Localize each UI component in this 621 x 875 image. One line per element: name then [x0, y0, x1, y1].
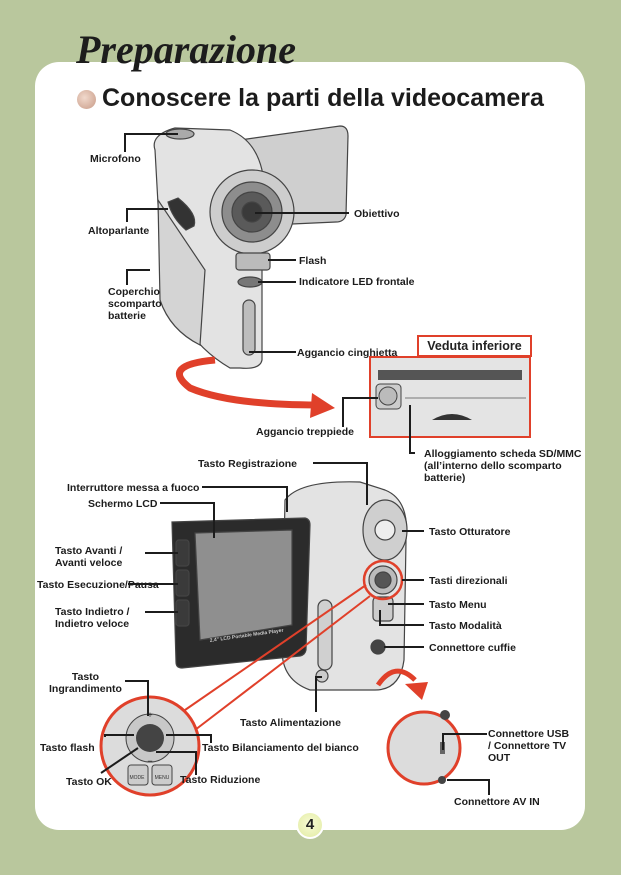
section-heading: Conoscere la parti della videocamera [102, 84, 544, 112]
red-arrowhead-icon [310, 393, 335, 418]
dpad-leader-lines [100, 680, 212, 775]
label-ingrandimento: Tasto Ingrandimento [49, 671, 122, 695]
label-otturatore: Tasto Otturatore [429, 526, 511, 538]
back-leader-lines [128, 462, 424, 712]
red-arrow-icon [176, 356, 319, 409]
bottom-view-illustration [369, 356, 531, 438]
label-lcd: Schermo LCD [88, 498, 158, 510]
label-cuffie: Connettore cuffie [429, 642, 516, 654]
label-obiettivo: Obiettivo [354, 208, 400, 220]
front-camera-illustration [153, 125, 349, 369]
label-avin: Connettore AV IN [454, 796, 540, 808]
side-connector-illustration [386, 710, 462, 786]
label-flash: Flash [299, 255, 327, 267]
red-arrowhead-side-icon [405, 682, 428, 700]
label-avanti: Tasto Avanti / Avanti veloce [55, 545, 123, 569]
label-bilanciamento: Tasto Bilanciamento del bianco [202, 742, 359, 754]
label-esecuzione: Tasto Esecuzione/Pausa [37, 579, 159, 591]
label-microfono: Microfono [90, 153, 141, 165]
dpad-zoom-illustration [99, 695, 201, 797]
label-sd: Alloggiamento scheda SD/MMC (all’interno… [424, 448, 582, 484]
label-led: Indicatore LED frontale [299, 276, 415, 288]
page-number: 4 [296, 811, 324, 839]
label-menu: Tasto Menu [429, 599, 487, 611]
label-alimentazione: Tasto Alimentazione [240, 717, 341, 729]
label-direzionali: Tasti direzionali [429, 575, 508, 587]
label-fuoco: Interruttore messa a fuoco [67, 482, 200, 494]
minus-icon: − [147, 756, 152, 766]
label-indietro: Tasto Indietro / Indietro veloce [55, 606, 130, 630]
label-treppiede: Aggancio treppiede [256, 426, 355, 438]
label-usb: Connettore USB / Connettore TV OUT [488, 728, 570, 764]
front-leader-lines [124, 133, 349, 353]
label-flash-button: Tasto flash [40, 742, 95, 754]
side-leader-lines [442, 733, 490, 795]
plus-icon: + [147, 710, 152, 720]
bullet-icon [77, 90, 96, 109]
label-cinghietta: Aggancio cinghietta [297, 347, 398, 359]
mode-button-label: MODE [130, 775, 146, 781]
label-registrazione: Tasto Registrazione [198, 458, 297, 470]
label-ok: Tasto OK [66, 776, 112, 788]
back-camera-illustration [171, 481, 408, 691]
page-title: Preparazione [76, 27, 296, 72]
bottom-leader-lines [342, 397, 415, 454]
label-coperchio: Coperchio scomparto batterie [108, 286, 162, 322]
label-riduzione: Tasto Riduzione [180, 774, 261, 786]
bottom-view-badge: Veduta inferiore [417, 335, 532, 357]
label-modalita: Tasto Modalità [429, 620, 502, 632]
red-arrow-side-icon [375, 668, 417, 687]
label-altoparlante: Altoparlante [88, 225, 150, 237]
menu-button-label: MENU [155, 775, 170, 781]
